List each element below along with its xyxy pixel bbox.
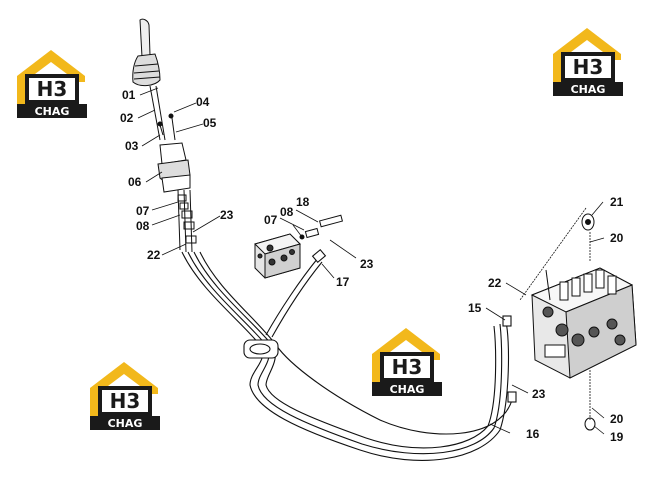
callout-08: 08 [136, 219, 150, 233]
callout-16: 16 [526, 427, 540, 441]
callout-02: 02 [120, 111, 134, 125]
callout-20: 20 [610, 231, 624, 245]
callout-19: 19 [610, 430, 624, 444]
callout-23: 23 [532, 387, 546, 401]
leader-lines [137, 87, 605, 435]
brand-logo-center [372, 328, 442, 396]
callout-07: 07 [136, 204, 150, 218]
callout-18: 18 [296, 195, 310, 209]
callout-22: 22 [147, 248, 161, 262]
joystick-assembly [132, 18, 197, 253]
callout-23: 23 [220, 208, 234, 222]
callout-03: 03 [125, 139, 139, 153]
callout-08: 08 [280, 205, 294, 219]
callout-06: 06 [128, 175, 142, 189]
callout-23: 23 [360, 257, 374, 271]
manifold-block [254, 214, 344, 279]
brand-logo-top-left [17, 50, 87, 118]
callout-17: 17 [336, 275, 350, 289]
hydraulic-hoses [181, 248, 517, 461]
brand-logo-top-right [553, 28, 623, 96]
callout-22: 22 [488, 276, 502, 290]
callout-01: 01 [122, 88, 136, 102]
callout-15: 15 [468, 301, 482, 315]
callout-21: 21 [610, 195, 624, 209]
callout-07: 07 [264, 213, 278, 227]
control-valve [530, 213, 637, 431]
callout-labels: 01 02 03 04 05 06 07 08 23 22 18 07 08 2… [120, 88, 624, 444]
callout-20: 20 [610, 412, 624, 426]
brand-logo-bottom-left [90, 362, 160, 430]
callout-04: 04 [196, 95, 210, 109]
callout-05: 05 [203, 116, 217, 130]
